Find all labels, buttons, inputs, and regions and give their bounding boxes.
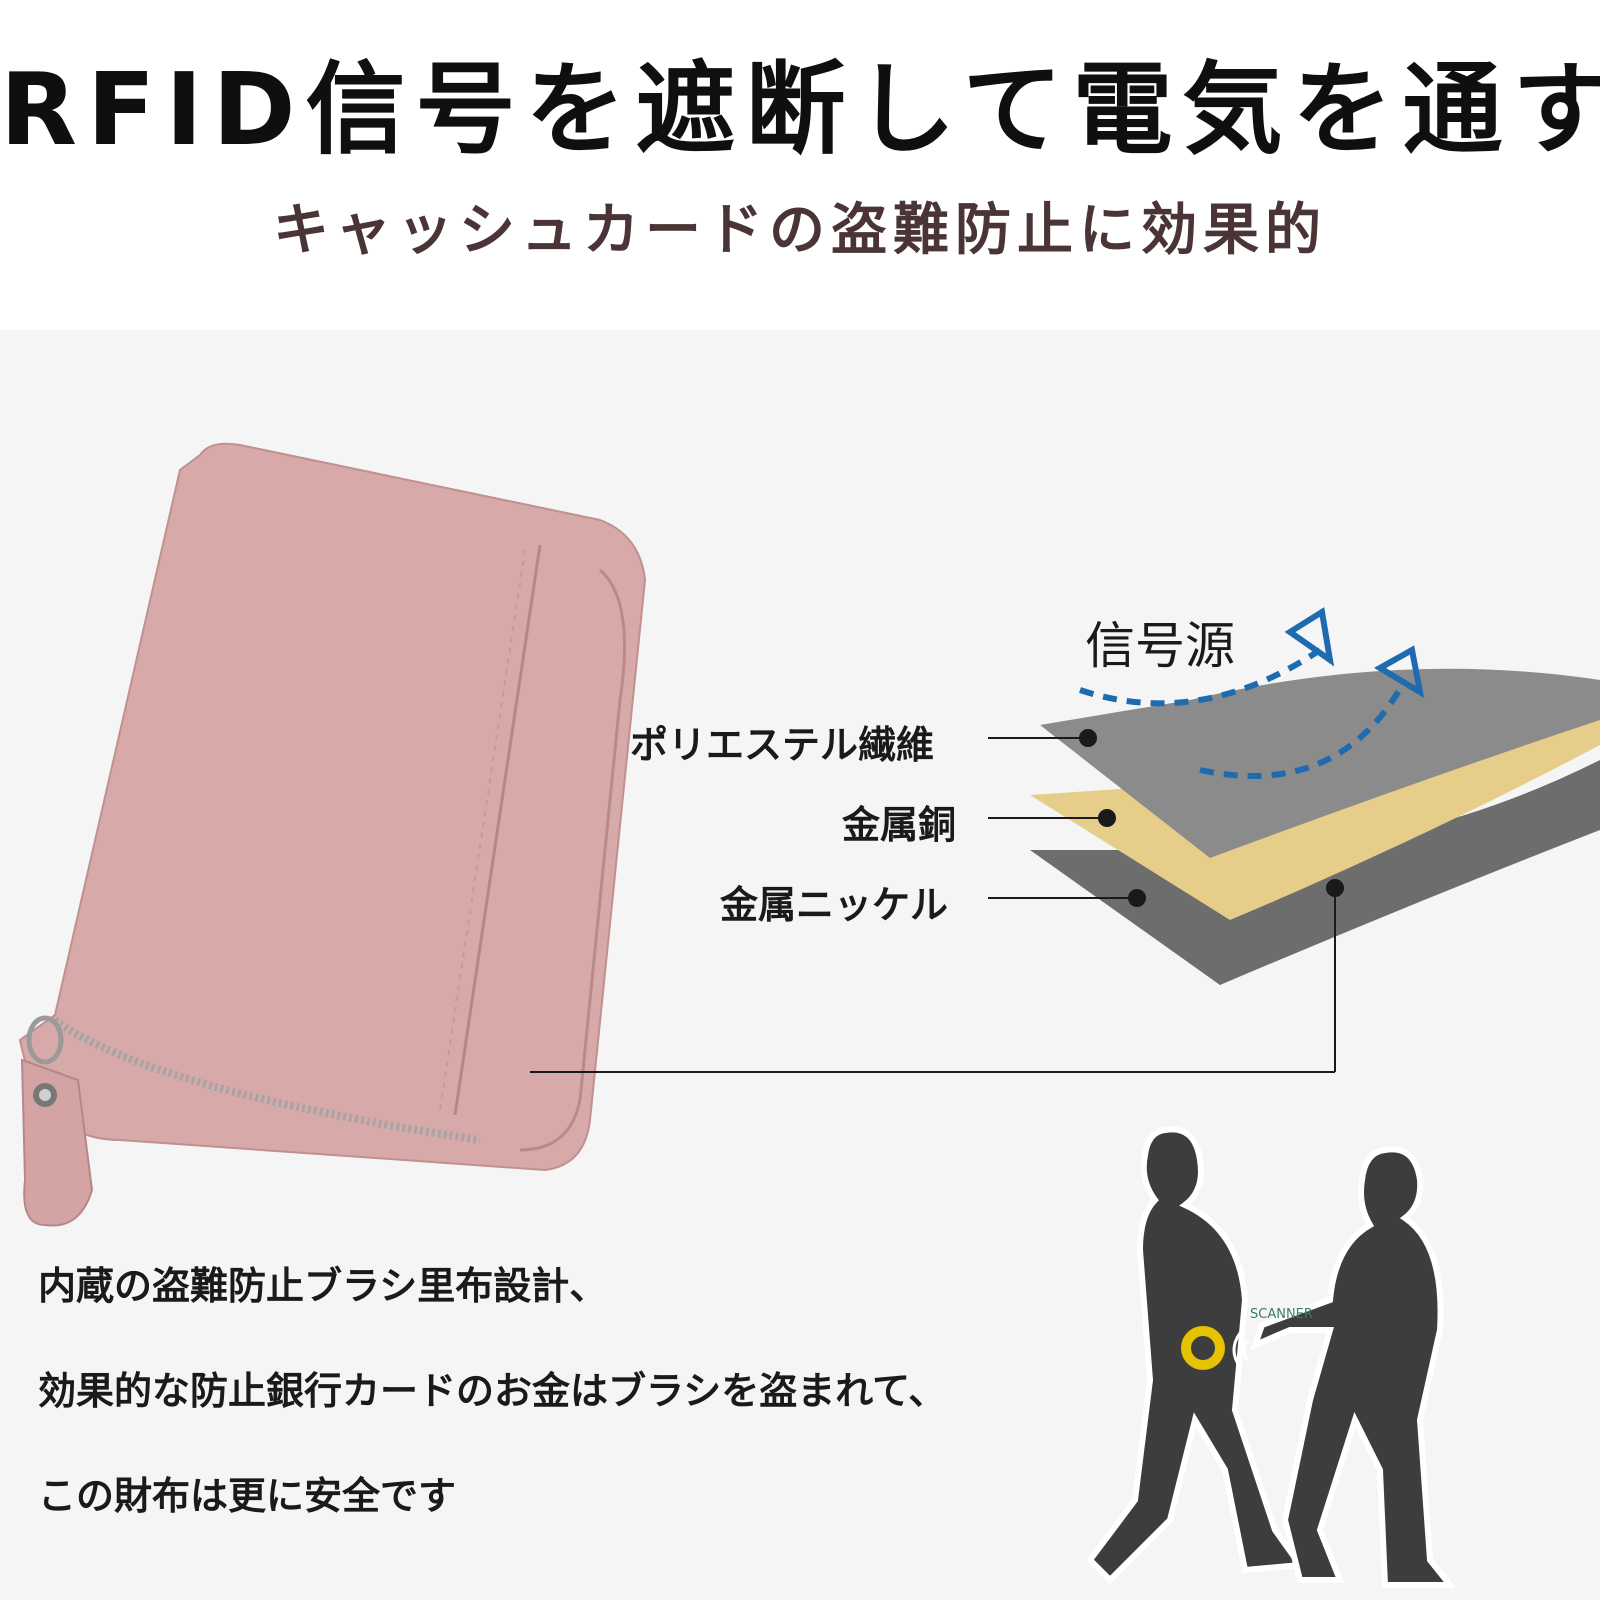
pickpocket-silhouettes <box>1086 1126 1457 1588</box>
layer-label-copper: 金属銅 <box>842 803 957 847</box>
layer-label-polyester: ポリエステル繊維 <box>630 723 935 767</box>
description-line-3: この財布は更に安全です <box>38 1474 457 1518</box>
description-line-2: 効果的な防止銀行カードのお金はブラシを盗まれて、 <box>38 1369 947 1413</box>
rfid-chip-icon <box>1181 1326 1225 1370</box>
signal-waves-icon <box>1232 1332 1250 1368</box>
layer-diagram <box>1030 607 1600 985</box>
page-subtitle: キャッシュカードの盗難防止に効果的 <box>273 198 1327 263</box>
leader-lines <box>530 729 1344 1073</box>
wallet-illustration <box>18 442 647 1227</box>
scanner-text: SCANNER <box>1250 1307 1313 1322</box>
layer-label-nickel: 金属ニッケル <box>720 883 949 927</box>
description-line-1: 内蔵の盗難防止ブラシ里布設計、 <box>38 1264 608 1308</box>
page-title: RFID信号を遮断して電気を通す <box>0 51 1600 168</box>
signal-source-label: 信号源 <box>1085 617 1235 675</box>
